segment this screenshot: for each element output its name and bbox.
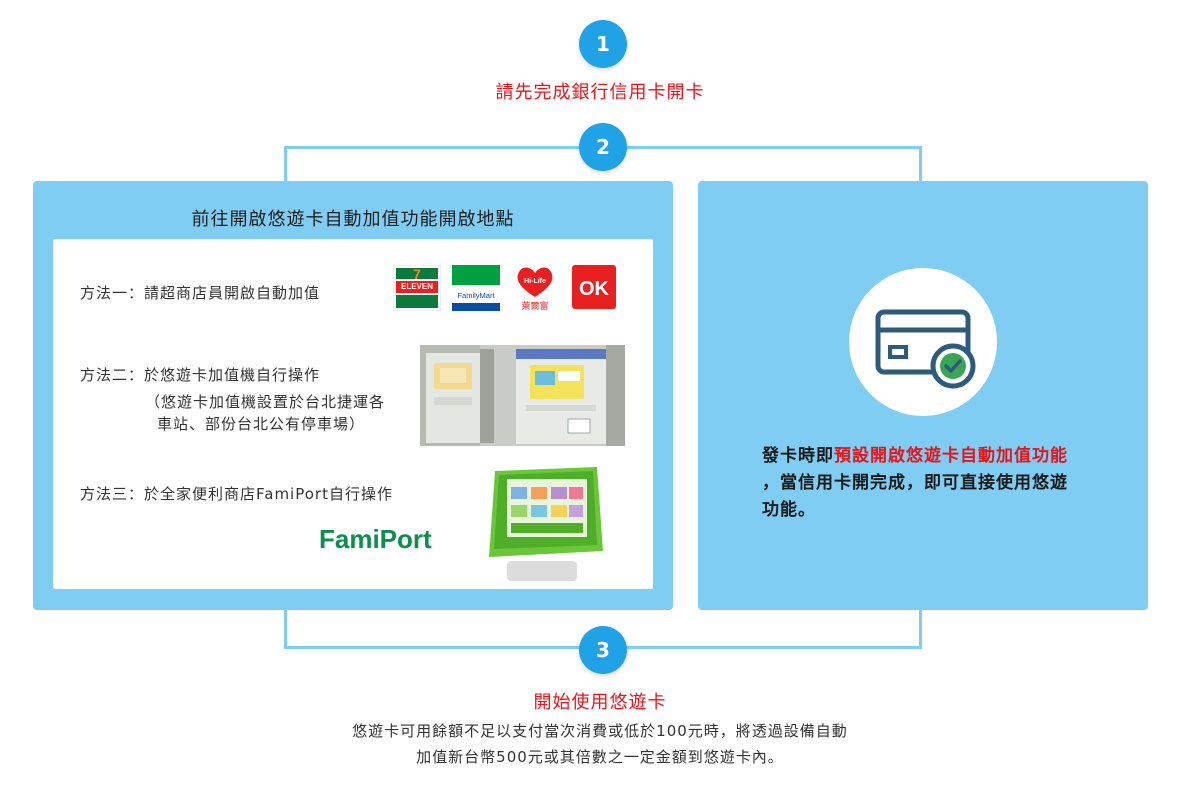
step-3-number: 3 [596, 638, 610, 662]
desc-highlight: 預設開啟悠遊卡自動加值功能 [834, 446, 1068, 466]
bottom-description-line2: 加值新台幣500元或其倍數之一定金額到悠遊卡內。 [416, 748, 784, 766]
familymart-logo: FamilyMart [452, 265, 500, 311]
svg-text:7: 7 [413, 266, 421, 282]
locations-panel: 前往開啟悠遊卡自動加值功能開啟地點 方法一：請超商店員開啟自動加值 ELEVEN… [33, 181, 673, 610]
step-2-connector-right [919, 146, 922, 182]
step-1-number: 1 [596, 32, 610, 56]
credit-card-check-icon [875, 309, 976, 389]
method-2-note-line2: 車站、部份台北公有停車場） [157, 415, 366, 433]
step-3-connector-left [284, 610, 287, 648]
bottom-description-line1: 悠遊卡可用餘額不足以支付當次消費或低於100元時，將透過設備自動 [352, 722, 848, 740]
hilife-logo: Hi-Life 萊爾富 [515, 263, 555, 312]
desc-line-3: 功能。 [762, 500, 816, 520]
step-2-connector-left [284, 146, 287, 182]
desc-line-2: ，當信用卡開完成，即可直接使用悠遊 [762, 473, 1068, 493]
value-adding-machine-photo [420, 345, 625, 446]
method-2-note-line1: （悠遊卡加值機設置於台北捷運各 [145, 393, 386, 411]
desc-line-1: 發卡時即預設開啟悠遊卡自動加值功能 [762, 443, 1102, 470]
step-3-title: 開始使用悠遊卡 [533, 692, 667, 713]
locations-panel-title: 前往開啟悠遊卡自動加值功能開啟地點 [191, 209, 515, 230]
step-1-badge: 1 [579, 20, 627, 68]
step-2-badge: 2 [579, 123, 627, 171]
method-1-label: 方法一：請超商店員開啟自動加值 [80, 284, 321, 302]
step-2-number: 2 [596, 135, 610, 159]
seven-eleven-logo: ELEVEN 7 [392, 264, 442, 312]
svg-text:Hi-Life: Hi-Life [524, 278, 546, 285]
svg-text:FamilyMart: FamilyMart [457, 291, 495, 300]
famiport-kiosk-photo [485, 465, 609, 583]
svg-text:萊爾富: 萊爾富 [521, 300, 548, 311]
famiport-logo: FamiPort [319, 522, 479, 558]
auto-topup-panel: 發卡時即預設開啟悠遊卡自動加值功能 ，當信用卡開完成，即可直接使用悠遊 功能。 [698, 181, 1148, 610]
method-3-label: 方法三：於全家便利商店FamiPort自行操作 [80, 485, 393, 503]
method-2-label: 方法二：於悠遊卡加值機自行操作 [80, 366, 321, 384]
step-3-badge: 3 [579, 626, 627, 674]
methods-card: 方法一：請超商店員開啟自動加值 ELEVEN 7 FamilyMart [53, 239, 653, 589]
desc-prefix: 發卡時即 [762, 446, 834, 466]
svg-text:FamiPort: FamiPort [319, 524, 432, 554]
step-1-title: 請先完成銀行信用卡開卡 [495, 82, 705, 103]
auto-topup-description: 發卡時即預設開啟悠遊卡自動加值功能 ，當信用卡開完成，即可直接使用悠遊 功能。 [762, 443, 1102, 524]
ok-mart-logo: OK [572, 265, 616, 309]
svg-text:ELEVEN: ELEVEN [401, 282, 433, 291]
svg-text:OK: OK [579, 278, 610, 300]
card-icon-circle [849, 268, 997, 416]
step-3-connector-right [919, 610, 922, 648]
